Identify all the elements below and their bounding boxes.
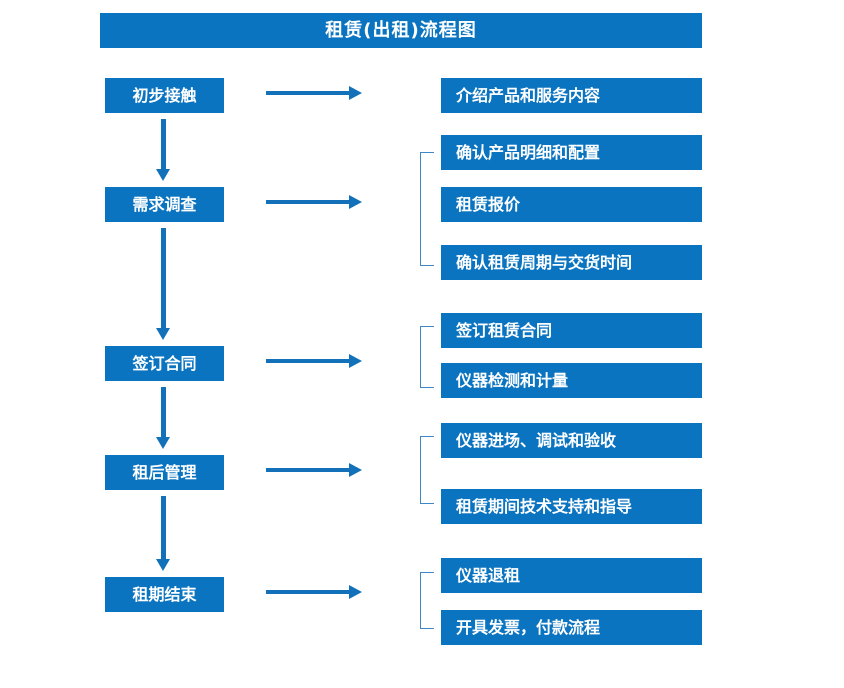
chart-title: 租赁(出租)流程图	[325, 19, 477, 41]
chart-title-bar: 租赁(出租)流程图	[100, 13, 702, 48]
detail-label: 仪器退租	[456, 565, 521, 585]
detail-label: 确认租赁周期与交货时间	[456, 252, 633, 272]
arrow-shaft	[161, 496, 166, 559]
detail-label: 介绍产品和服务内容	[456, 85, 601, 105]
stage-label: 租后管理	[132, 462, 197, 482]
detail-box-invoice-payment[interactable]: 开具发票，付款流程	[441, 610, 702, 645]
detail-box-confirm-product-spec[interactable]: 确认产品明细和配置	[441, 135, 702, 170]
detail-box-instrument-testing[interactable]: 仪器检测和计量	[441, 363, 702, 398]
arrow-head	[156, 559, 170, 571]
arrow-shaft	[161, 119, 166, 169]
detail-label: 租赁期间技术支持和指导	[456, 496, 633, 516]
arrow-right-icon-lease-end	[266, 585, 362, 599]
arrow-shaft	[266, 590, 350, 594]
stage-label: 初步接触	[132, 85, 197, 105]
arrow-shaft	[266, 468, 350, 472]
detail-label: 签订租赁合同	[456, 320, 553, 340]
arrow-head	[349, 585, 362, 599]
arrow-head	[349, 86, 362, 100]
detail-label: 确认产品明细和配置	[456, 142, 601, 162]
arrow-shaft	[161, 387, 166, 437]
arrow-down-icon-postrental-to-leaseend	[156, 496, 170, 571]
stage-box-post-rental[interactable]: 租后管理	[105, 455, 224, 490]
detail-box-introduce-products[interactable]: 介绍产品和服务内容	[441, 78, 702, 113]
stage-box-initial-contact[interactable]: 初步接触	[105, 78, 224, 113]
stage-box-sign-contract[interactable]: 签订合同	[105, 346, 224, 381]
arrow-right-icon-post-rental	[266, 463, 362, 477]
detail-box-rental-quotation[interactable]: 租赁报价	[441, 187, 702, 222]
arrow-down-icon-survey-to-contract	[156, 228, 170, 340]
arrow-head	[349, 195, 362, 209]
arrow-shaft	[266, 91, 350, 95]
stage-box-lease-end[interactable]: 租期结束	[105, 577, 224, 612]
arrow-right-icon-sign-contract	[266, 354, 362, 368]
detail-label: 仪器进场、调试和验收	[456, 430, 617, 450]
arrow-shaft	[266, 359, 350, 363]
arrow-head	[156, 437, 170, 449]
detail-box-sign-rental-contract[interactable]: 签订租赁合同	[441, 313, 702, 348]
bracket-post-rental-group	[420, 436, 434, 504]
arrow-head	[349, 354, 362, 368]
arrow-down-icon-contract-to-postrental	[156, 387, 170, 449]
arrow-head	[156, 328, 170, 340]
bracket-sign-contract-group	[420, 326, 434, 388]
bracket-needs-survey-group	[420, 152, 434, 266]
stage-label: 需求调查	[132, 194, 197, 214]
stage-box-needs-survey[interactable]: 需求调查	[105, 187, 224, 222]
detail-box-confirm-period-delivery[interactable]: 确认租赁周期与交货时间	[441, 245, 702, 280]
detail-label: 仪器检测和计量	[456, 370, 569, 390]
arrow-head	[156, 169, 170, 181]
arrow-shaft	[266, 200, 350, 204]
detail-box-technical-support[interactable]: 租赁期间技术支持和指导	[441, 489, 702, 524]
arrow-right-icon-initial-contact	[266, 86, 362, 100]
arrow-head	[349, 463, 362, 477]
detail-label: 租赁报价	[456, 194, 521, 214]
stage-label: 租期结束	[132, 584, 197, 604]
arrow-right-icon-needs-survey	[266, 195, 362, 209]
arrow-down-icon-contact-to-survey	[156, 119, 170, 181]
detail-box-instrument-entry-commissioning[interactable]: 仪器进场、调试和验收	[441, 423, 702, 458]
arrow-shaft	[161, 228, 166, 328]
bracket-lease-end-group	[420, 572, 434, 629]
detail-label: 开具发票，付款流程	[456, 617, 601, 637]
stage-label: 签订合同	[132, 353, 197, 373]
detail-box-instrument-return[interactable]: 仪器退租	[441, 558, 702, 593]
